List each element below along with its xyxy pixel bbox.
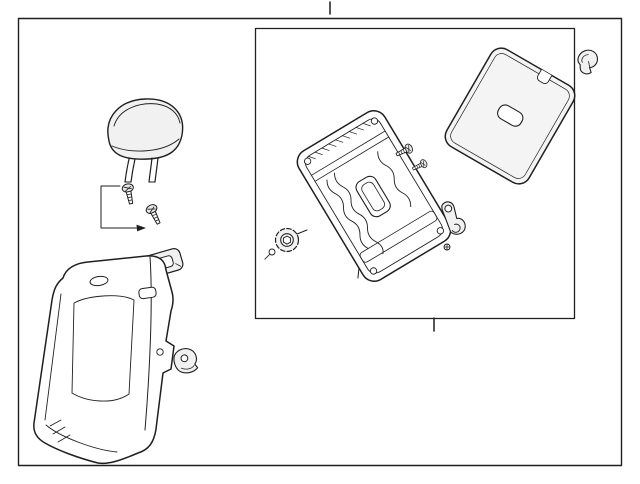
seat-back-cover [33,255,175,465]
recliner-pivot [264,227,308,260]
frame-inner [305,118,443,274]
frame-top-hatch [307,122,371,160]
latch-bolt [443,243,451,251]
leader-arrowhead [136,224,146,232]
frame-center-slot [355,175,391,218]
back-panel-board [444,47,576,185]
frame-bolt-hole-bl [369,267,378,275]
pivot-small-bolt [268,248,276,256]
latch-hole [444,204,453,213]
cover-guide-hole-right [138,286,157,300]
frame-bolt-hole-tr [370,117,379,125]
latch-bolt-cross [443,243,451,251]
headrest-body [107,98,184,160]
panel-retaining-clip [577,49,599,75]
frame-center-slot-inner [361,181,385,212]
cover-left-stitch [44,293,62,421]
frame-crossbar [310,130,390,182]
headrest-stem-left [124,158,136,183]
cover-guide-hole-left [89,275,109,287]
frame-spring-middle [334,172,384,255]
latch-hook-curve [451,223,461,233]
headrest-guide-leader [100,185,146,232]
retaining-clip-body [577,49,599,75]
frame-lower-member [359,210,438,263]
latch-hook [441,201,466,235]
cover-fastener-hole [156,348,164,356]
pivot-hex-bolt [282,235,292,245]
retaining-clip-detail [581,54,589,63]
cover-hatch-marks [49,419,71,443]
seat-back-frame [296,110,454,282]
headrest-stem-right [148,157,159,183]
frame-spring-left [326,179,369,249]
cover-center-panel-seam [71,295,135,402]
headrest [107,98,184,183]
inner-detail-box [254,27,576,320]
frame-bolt-hole-tl [303,157,312,165]
side-bracket-clip [173,348,199,374]
headrest-bottom-seam [111,138,180,152]
frame-spring-right [377,151,412,208]
clip-hole [180,354,189,363]
frame-bolt-hole-br [436,227,445,235]
pivot-leader [296,229,308,235]
pivot-small-bolt-shaft [264,253,271,260]
headrest-stems [124,157,159,183]
panel-inner-line [450,53,570,179]
cover-bottom-stitch [45,424,118,453]
headrest-top-seam [113,103,181,127]
panel-handle-slot [497,104,524,127]
leader-line [100,185,138,229]
cover-outline [33,255,175,465]
panel-edge-notch [537,69,553,84]
cover-side-seam [144,256,152,431]
clip-detail [180,365,195,370]
retaining-clip-prong [588,60,591,68]
outer-border [17,17,623,467]
